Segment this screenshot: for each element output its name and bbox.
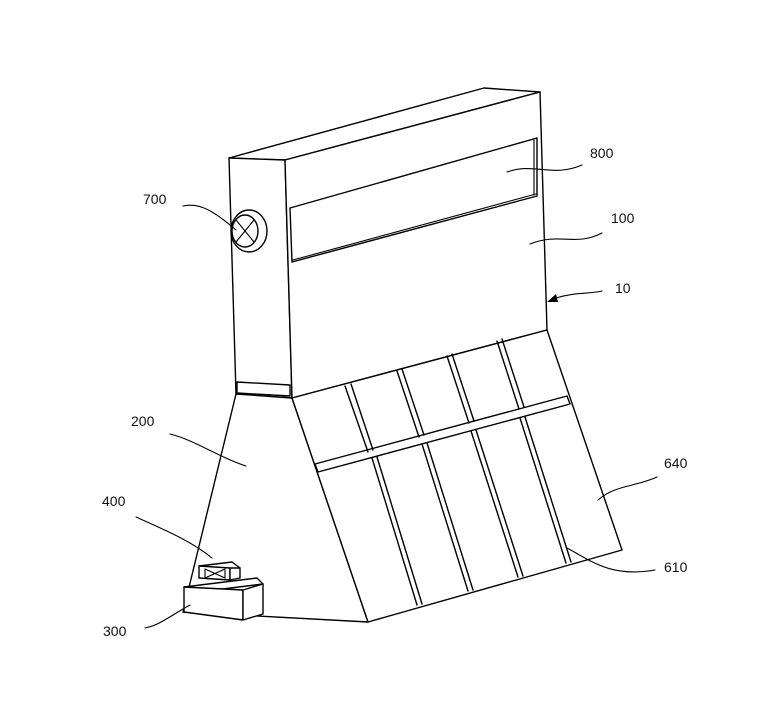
label-display: 800: [590, 145, 614, 161]
label-fan: 700: [143, 191, 167, 207]
label-panel-frame: 610: [664, 559, 688, 575]
arrowhead: [547, 294, 558, 302]
box-300: [183, 577, 264, 621]
solar-panel: [291, 329, 623, 623]
fan-icon: [230, 209, 268, 253]
box-side: [242, 583, 264, 621]
housing-slot: [236, 381, 291, 397]
label-solar-panel: 640: [664, 455, 688, 471]
label-assembly: 10: [615, 280, 631, 296]
label-enclosure: 100: [611, 210, 635, 226]
housing-left-face: [228, 157, 293, 399]
label-box: 300: [103, 623, 127, 639]
valve-icon: [198, 561, 241, 581]
upper-housing: [228, 87, 548, 399]
panel-divider: [314, 395, 571, 473]
display-panel: [289, 137, 538, 263]
box-front: [183, 586, 244, 621]
leader-lines: [135, 164, 658, 629]
label-base: 200: [131, 413, 155, 429]
label-valve: 400: [102, 493, 126, 509]
